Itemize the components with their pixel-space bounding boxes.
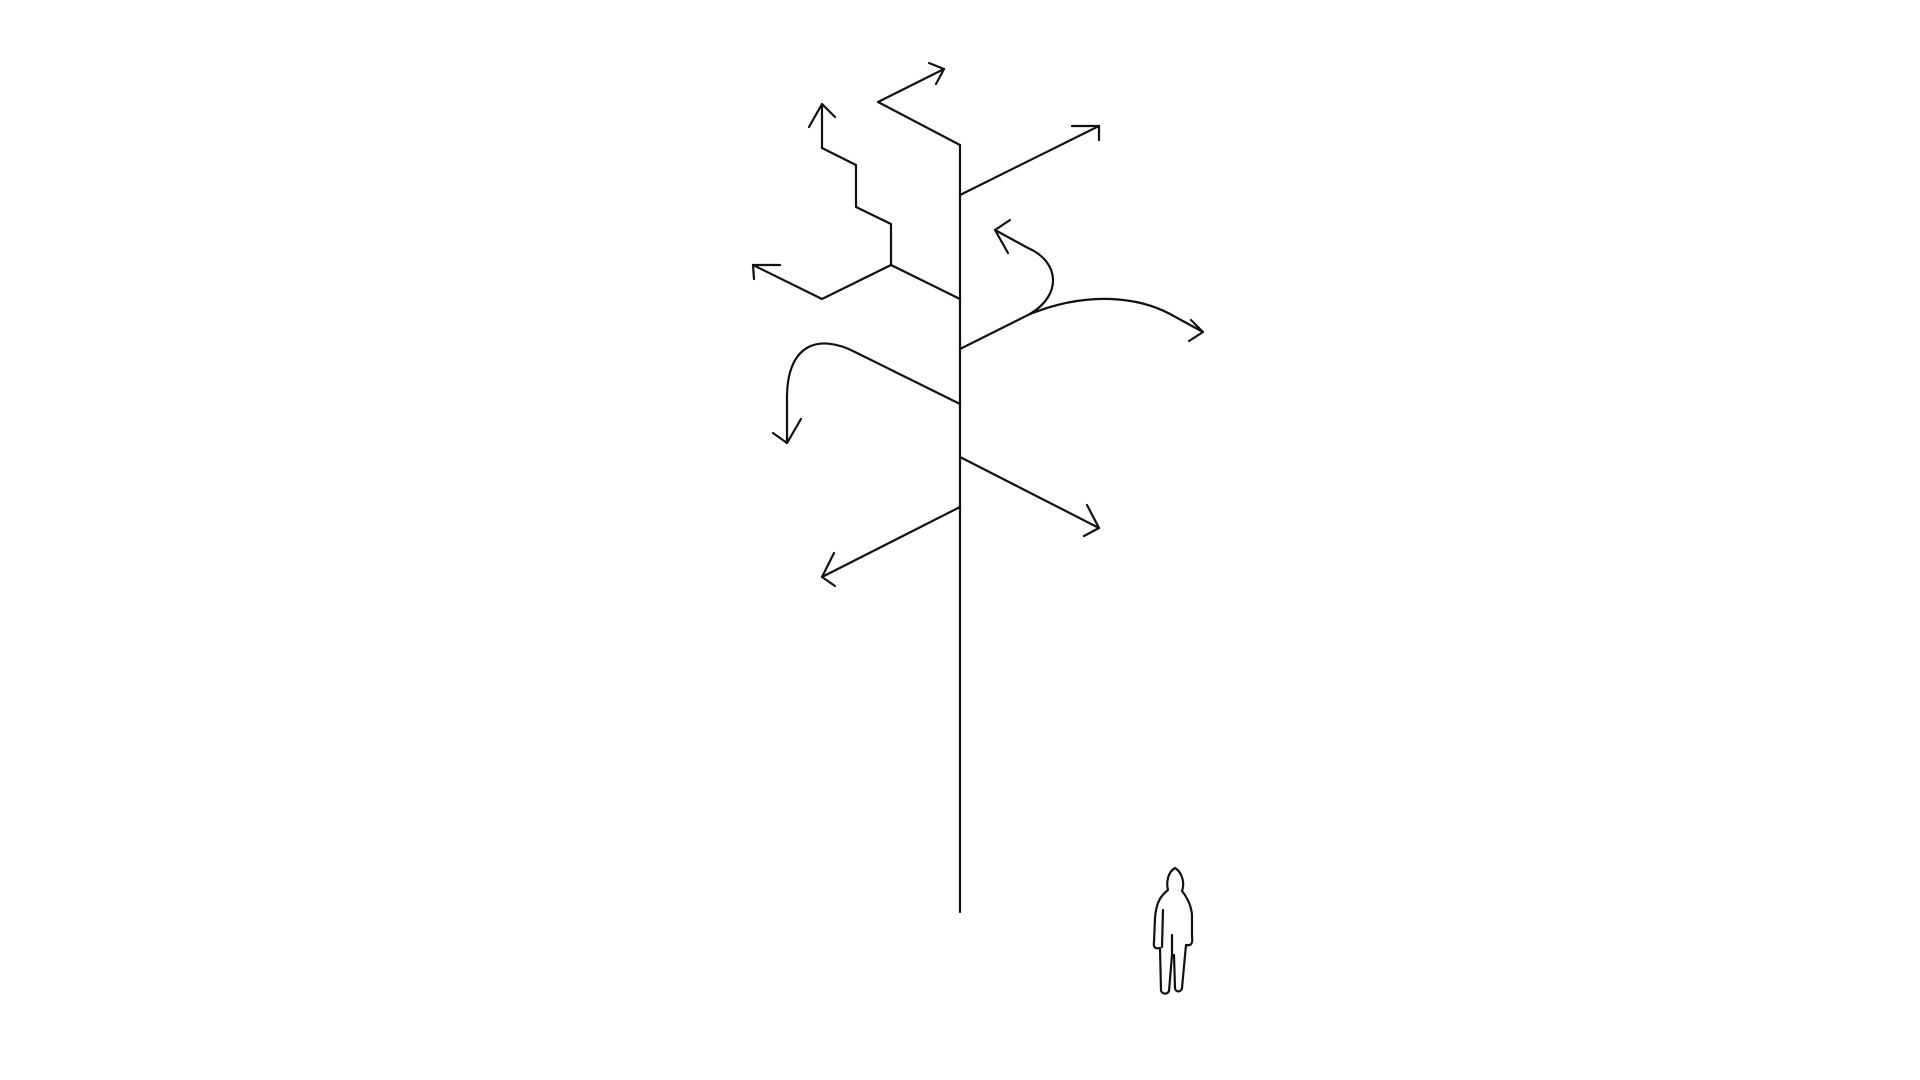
person-silhouette bbox=[1152, 866, 1194, 995]
upper-right-arrowhead bbox=[1070, 124, 1101, 142]
looping-curve-arrow bbox=[958, 297, 1205, 351]
staircase-up-arrowhead bbox=[807, 102, 837, 129]
hook-down-arrowhead bbox=[771, 417, 803, 445]
lower-right-arrowhead bbox=[1082, 503, 1101, 538]
looping-curve-arrowhead bbox=[1187, 318, 1205, 343]
lower-left-arrowhead bbox=[820, 551, 837, 588]
zigzag-top-arrowhead bbox=[927, 61, 946, 86]
zigzag-top-arrow bbox=[876, 67, 962, 147]
left-branch-arrowhead bbox=[751, 263, 782, 281]
hook-down-arrow bbox=[785, 342, 962, 445]
person-arm-line bbox=[1160, 908, 1165, 949]
upper-right-arrow bbox=[958, 124, 1101, 197]
looping-curve-hook-arrowhead bbox=[993, 218, 1012, 255]
lower-right-arrow bbox=[958, 455, 1101, 530]
signpost-drawing bbox=[751, 61, 1205, 995]
lower-left-arrow bbox=[820, 505, 962, 579]
looping-curve-hook bbox=[993, 228, 1055, 316]
left-branch-arrow bbox=[751, 263, 893, 301]
